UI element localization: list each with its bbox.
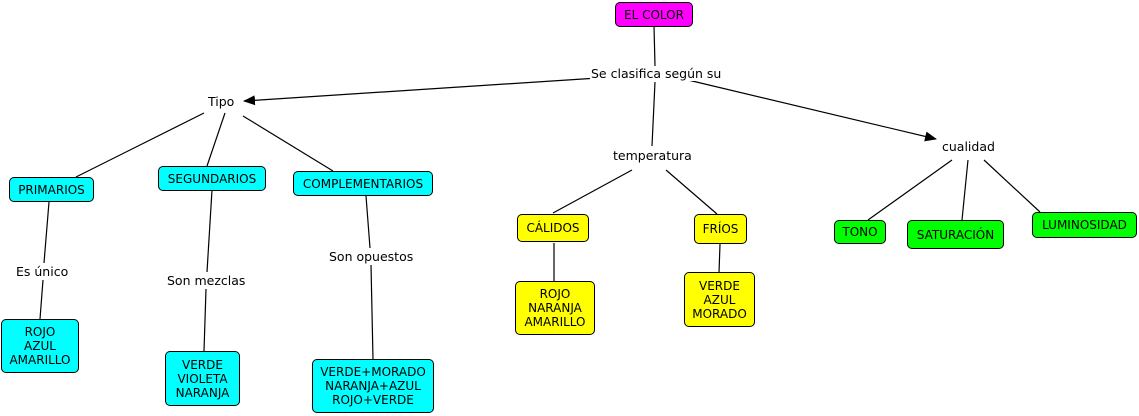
node-complementarios-examples[interactable]: VERDE+MORADO NARANJA+AZUL ROJO+VERDE xyxy=(312,359,434,413)
edge-frios-to-examples xyxy=(718,243,721,274)
edge-link-to-segundarios-examples xyxy=(203,288,207,352)
edge-temperatura-to-frios xyxy=(665,169,718,215)
edge-link-to-cualidad xyxy=(687,79,937,142)
edge-complementarios-to-link xyxy=(365,195,371,249)
edge-cualidad-to-saturacion xyxy=(961,159,969,221)
edge-link-to-complementarios-examples xyxy=(370,264,374,360)
concept-cualidad[interactable]: cualidad xyxy=(941,139,996,154)
edge-root-to-link xyxy=(653,25,656,67)
edge-cualidad-to-luminosidad xyxy=(983,159,1041,213)
node-frios[interactable]: FRÍOS xyxy=(694,214,747,244)
edge-link-to-temperatura xyxy=(651,81,656,147)
edge-link-to-primarios-examples xyxy=(39,279,44,320)
linking-phrase-son-mezclas: Son mezclas xyxy=(166,273,247,288)
node-primarios-examples[interactable]: ROJO AZUL AMARILLO xyxy=(1,319,79,373)
node-tono[interactable]: TONO xyxy=(834,220,886,244)
linking-phrase-es-unico: Es único xyxy=(15,264,70,279)
edge-tipo-to-complementarios xyxy=(242,115,334,172)
concept-tipo[interactable]: Tipo xyxy=(207,94,236,109)
node-saturacion[interactable]: SATURACIÓN xyxy=(907,220,1004,249)
linking-phrase-clasifica: Se clasifica según su xyxy=(590,66,723,81)
node-primarios[interactable]: PRIMARIOS xyxy=(9,177,94,202)
edge-link-to-tipo xyxy=(243,77,599,106)
node-luminosidad[interactable]: LUMINOSIDAD xyxy=(1032,212,1137,238)
edge-tipo-to-segundarios xyxy=(206,112,226,167)
node-segundarios-examples[interactable]: VERDE VIOLETA NARANJA xyxy=(165,351,240,406)
edge-temperatura-to-calidos xyxy=(552,169,633,214)
node-complementarios[interactable]: COMPLEMENTARIOS xyxy=(293,171,433,196)
node-segundarios[interactable]: SEGUNDARIOS xyxy=(158,166,266,191)
edge-primarios-to-link xyxy=(43,201,50,264)
edge-cualidad-to-tono xyxy=(867,159,953,221)
linking-phrase-son-opuestos: Son opuestos xyxy=(328,249,415,264)
concept-temperatura[interactable]: temperatura xyxy=(612,148,693,163)
edge-tipo-to-primarios xyxy=(75,112,205,178)
edge-segundarios-to-link xyxy=(206,189,213,273)
node-frios-examples[interactable]: VERDE AZUL MORADO xyxy=(684,272,755,327)
node-el-color[interactable]: EL COLOR xyxy=(615,2,693,27)
node-calidos-examples[interactable]: ROJO NARANJA AMARILLO xyxy=(515,281,595,335)
node-calidos[interactable]: CÁLIDOS xyxy=(517,214,589,242)
